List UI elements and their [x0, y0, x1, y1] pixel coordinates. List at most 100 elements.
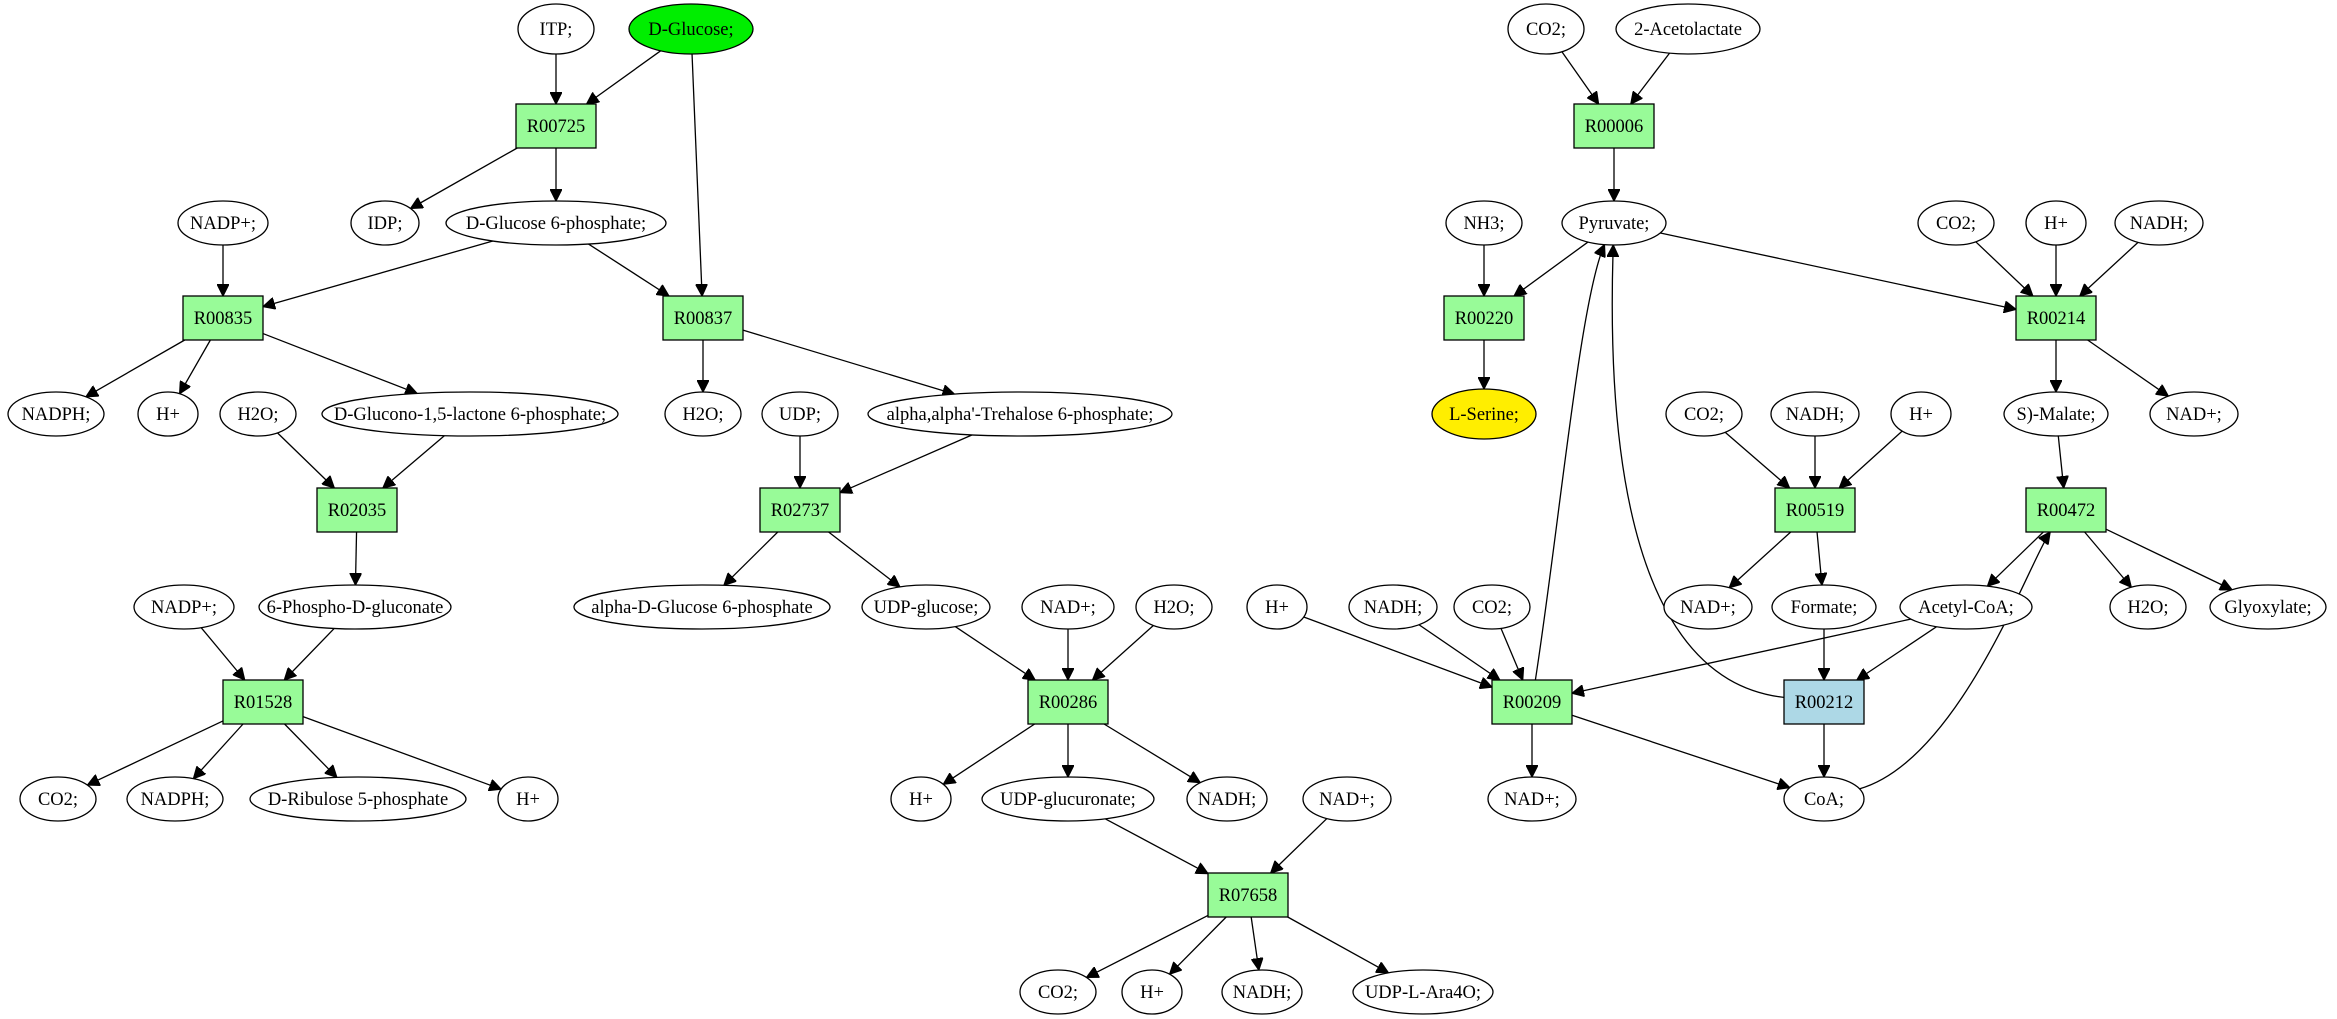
reaction-edge — [1729, 531, 1792, 588]
metabolite-node[interactable]: 2-Acetolactate — [1615, 3, 1761, 55]
metabolite-node[interactable]: 6-Phospho-D-gluconate — [258, 584, 452, 630]
metabolite-node[interactable]: NADH; — [1221, 969, 1303, 1015]
metabolite-node[interactable]: Formate; — [1771, 584, 1877, 630]
metabolite-node[interactable]: UDP-L-Ara4O; — [1352, 969, 1494, 1015]
metabolite-node[interactable]: D-Ribulose 5-phosphate — [249, 776, 467, 822]
metabolite-node[interactable]: IDP; — [350, 200, 420, 246]
metabolite-node[interactable]: NAD+; — [1021, 584, 1115, 630]
metabolite-node[interactable]: alpha-D-Glucose 6-phosphate — [573, 584, 831, 630]
metabolite-ellipse — [573, 584, 831, 630]
metabolite-node[interactable]: H+ — [2025, 200, 2087, 246]
metabolite-node[interactable]: alpha,alpha'-Trehalose 6-phosphate; — [867, 391, 1173, 437]
metabolite-node[interactable]: H2O; — [1135, 584, 1213, 630]
metabolite-node[interactable]: NADH; — [1348, 584, 1438, 630]
reaction-node[interactable]: R00006 — [1573, 103, 1655, 149]
metabolite-node[interactable]: H2O; — [2109, 584, 2187, 630]
metabolite-ellipse — [1445, 200, 1523, 246]
metabolite-ellipse — [2003, 391, 2109, 437]
node-label: D-Glucono-1,5-lactone 6-phosphate; — [334, 405, 606, 425]
metabolite-ellipse — [664, 391, 742, 437]
node-label: alpha,alpha'-Trehalose 6-phosphate; — [887, 405, 1154, 425]
metabolite-node[interactable]: CO2; — [1019, 969, 1097, 1015]
reaction-edge — [263, 240, 494, 307]
node-label: CO2; — [1684, 405, 1724, 425]
node-label: NADH; — [1364, 598, 1423, 618]
metabolite-node[interactable]: NADPH; — [7, 391, 105, 437]
node-label: NAD+; — [1680, 598, 1736, 618]
metabolite-ellipse — [1487, 776, 1577, 822]
metabolite-node[interactable]: CO2; — [1507, 3, 1585, 55]
reaction-node[interactable]: R00725 — [515, 103, 597, 149]
metabolite-node[interactable]: D-Glucose 6-phosphate; — [445, 200, 667, 246]
metabolite-node[interactable]: NAD+; — [2149, 391, 2239, 437]
reaction-edge — [1287, 916, 1389, 973]
metabolite-node[interactable]: CO2; — [1453, 584, 1531, 630]
reaction-edge — [180, 339, 211, 394]
metabolite-node[interactable]: NADH; — [1770, 391, 1860, 437]
reaction-node[interactable]: R00212 — [1783, 679, 1865, 725]
reaction-edge — [1571, 714, 1790, 787]
metabolite-node[interactable]: NADH; — [2114, 200, 2204, 246]
reaction-node[interactable]: R01528 — [222, 679, 304, 725]
metabolite-node[interactable]: D-Glucono-1,5-lactone 6-phosphate; — [321, 391, 619, 437]
metabolite-ellipse — [177, 200, 269, 246]
reaction-node[interactable]: R02737 — [759, 487, 841, 533]
metabolite-node[interactable]: NADPH; — [126, 776, 224, 822]
metabolite-node[interactable]: NH3; — [1445, 200, 1523, 246]
metabolite-node[interactable]: UDP-glucuronate; — [981, 776, 1155, 822]
reaction-node[interactable]: R07658 — [1207, 872, 1289, 918]
node-label: R00835 — [194, 309, 253, 329]
metabolite-node[interactable]: H2O; — [219, 391, 297, 437]
metabolite-node[interactable]: NAD+; — [1302, 776, 1392, 822]
metabolite-node[interactable]: H+ — [890, 776, 952, 822]
reaction-edge — [1724, 431, 1789, 488]
metabolite-node[interactable]: H+ — [137, 391, 199, 437]
metabolite-node[interactable]: H2O; — [664, 391, 742, 437]
reaction-node[interactable]: R00835 — [182, 295, 264, 341]
reaction-box — [1443, 295, 1525, 341]
node-label: R00212 — [1795, 693, 1854, 713]
reaction-node[interactable]: R00519 — [1774, 487, 1856, 533]
metabolite-node[interactable]: CO2; — [1917, 200, 1995, 246]
metabolite-node[interactable]: UDP-glucose; — [861, 584, 991, 630]
metabolite-ellipse — [258, 584, 452, 630]
metabolite-node[interactable]: ITP; — [517, 3, 595, 55]
metabolite-node[interactable]: CO2; — [1665, 391, 1743, 437]
reaction-node[interactable]: R00220 — [1443, 295, 1525, 341]
metabolite-ellipse — [1770, 391, 1860, 437]
metabolite-node[interactable]: UDP; — [761, 391, 839, 437]
metabolite-node[interactable]: CoA; — [1783, 776, 1865, 822]
metabolite-ellipse — [2109, 584, 2187, 630]
reaction-node[interactable]: R00209 — [1491, 679, 1573, 725]
reaction-node[interactable]: R00837 — [662, 295, 744, 341]
reaction-edge — [1534, 245, 1604, 681]
metabolite-node[interactable]: L-Serine; — [1431, 388, 1537, 440]
metabolite-node[interactable]: H+ — [1246, 584, 1308, 630]
node-label: NH3; — [1463, 214, 1504, 234]
metabolite-node[interactable]: CO2; — [19, 776, 97, 822]
reaction-node[interactable]: R00214 — [2015, 295, 2097, 341]
metabolite-ellipse — [517, 3, 595, 55]
metabolite-node[interactable]: H+ — [1890, 391, 1952, 437]
metabolite-node[interactable]: NADP+; — [177, 200, 269, 246]
metabolite-node[interactable]: Pyruvate; — [1561, 200, 1667, 246]
reaction-node[interactable]: R00286 — [1027, 679, 1109, 725]
metabolite-node[interactable]: Glyoxylate; — [2209, 584, 2327, 630]
metabolite-node[interactable]: NADH; — [1186, 776, 1268, 822]
reaction-node[interactable]: R02035 — [316, 487, 398, 533]
metabolite-node[interactable]: NADP+; — [133, 584, 235, 630]
metabolite-node[interactable]: D-Glucose; — [628, 3, 754, 55]
reaction-edge — [2087, 339, 2169, 396]
reaction-edge — [1987, 531, 2044, 586]
node-label: Formate; — [1791, 598, 1858, 618]
metabolite-node[interactable]: Acetyl-CoA; — [1899, 584, 2033, 630]
metabolite-node[interactable]: NAD+; — [1487, 776, 1577, 822]
metabolite-node[interactable]: S)-Malate; — [2003, 391, 2109, 437]
metabolite-node[interactable]: NAD+; — [1663, 584, 1753, 630]
metabolite-ellipse — [445, 200, 667, 246]
metabolite-node[interactable]: H+ — [497, 776, 559, 822]
reaction-node[interactable]: R00472 — [2025, 487, 2107, 533]
metabolite-node[interactable]: H+ — [1121, 969, 1183, 1015]
reaction-edge — [1660, 232, 2016, 309]
node-label: D-Glucose; — [648, 20, 733, 40]
